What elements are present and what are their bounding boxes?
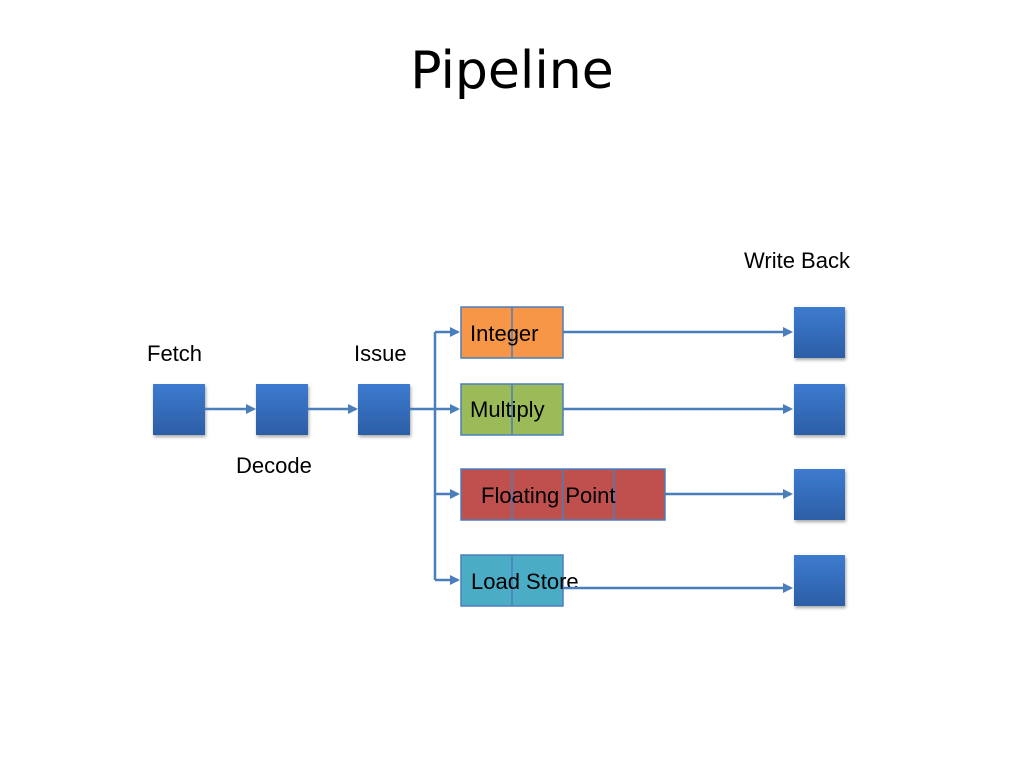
decode-stage-box [256, 384, 308, 435]
load-store-unit: Load Store [460, 554, 579, 607]
writeback-box-floating-point [794, 469, 845, 520]
load-store-unit-label: Load Store [471, 569, 579, 594]
writeback-box-multiply [794, 384, 845, 435]
multiply-unit: Multiply [460, 383, 564, 436]
multiply-unit-label: Multiply [470, 397, 545, 422]
writeback-box-integer [794, 307, 845, 358]
slide-title: Pipeline [410, 41, 614, 101]
integer-unit-label: Integer [470, 321, 539, 346]
fetch-stage-box [153, 384, 205, 435]
issue-label: Issue [354, 341, 407, 366]
floating-point-unit-label: Floating Point [481, 483, 616, 508]
decode-label: Decode [236, 453, 312, 478]
integer-unit: Integer [460, 306, 564, 359]
write-back-label: Write Back [744, 248, 850, 273]
floating-point-unit: Floating Point [460, 468, 666, 521]
issue-stage-box [358, 384, 410, 435]
writeback-box-load-store [794, 555, 845, 606]
fetch-label: Fetch [147, 341, 203, 366]
